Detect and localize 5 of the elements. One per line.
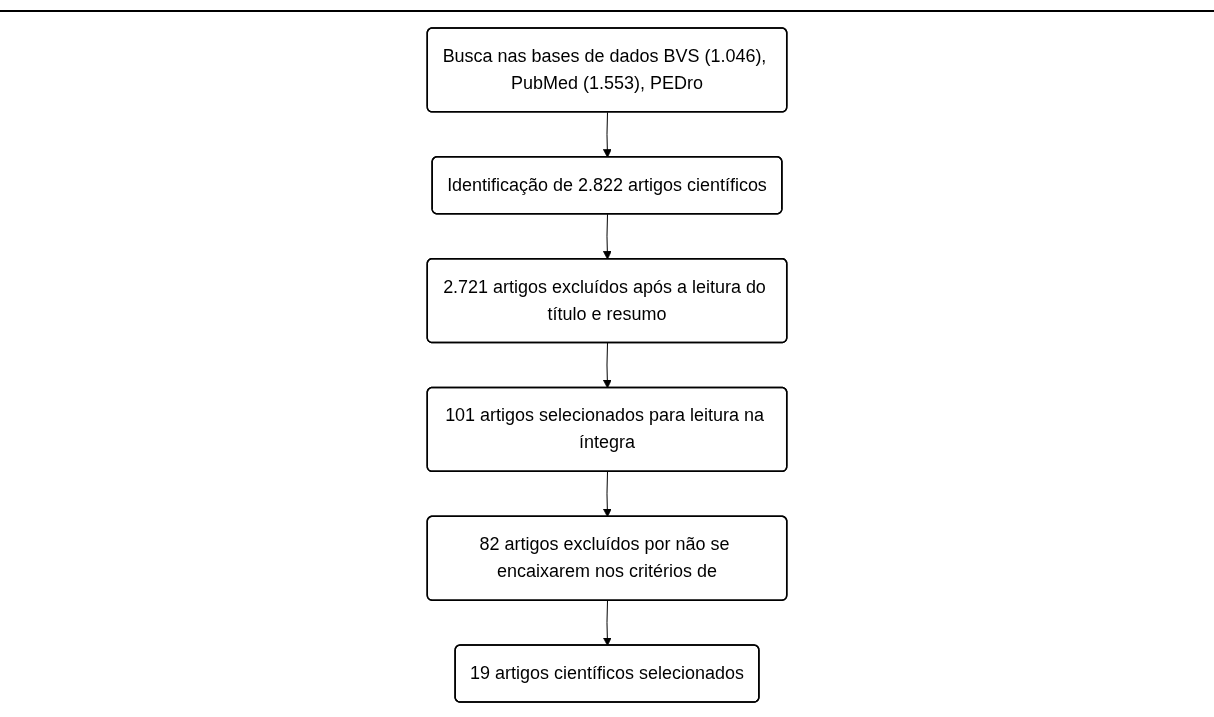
arrow: [602, 111, 612, 158]
arrow: [602, 342, 612, 389]
arrow: [602, 471, 612, 518]
arrow: [602, 213, 612, 260]
arrow: [602, 600, 612, 646]
